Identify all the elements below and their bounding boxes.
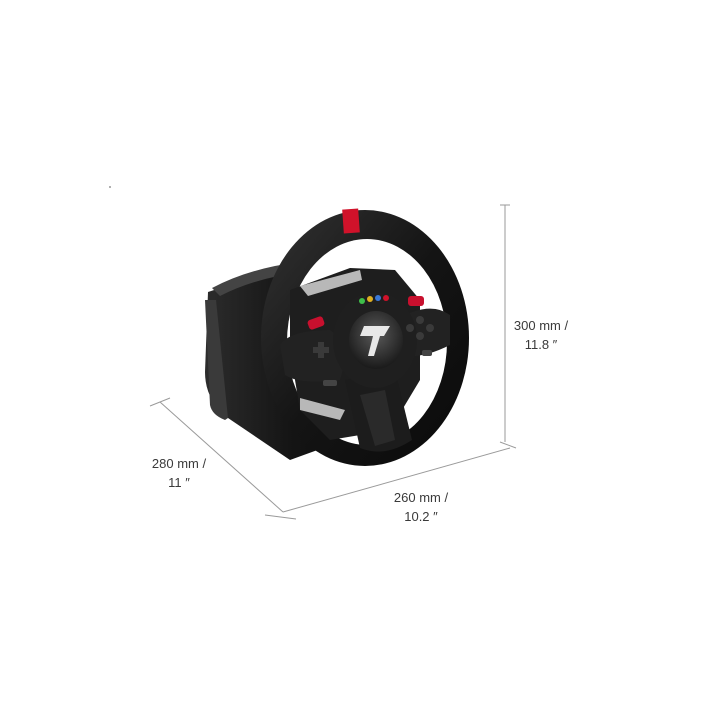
height-metric: 300 mm / (513, 318, 569, 333)
width-imperial: 10.2 ″ (404, 509, 438, 524)
left-red-button-icon (307, 316, 325, 330)
depth-imperial: 11 ″ (168, 475, 190, 490)
height-dimension-label: 300 mm / 11.8 ″ (506, 316, 576, 354)
left-spoke (280, 330, 350, 382)
dpad-icon (313, 342, 329, 358)
brand-logo-icon (360, 326, 390, 356)
dimension-lines (149, 204, 517, 520)
depth-dimension-line (159, 401, 284, 513)
depth-dimension-label: 280 mm / 11 ″ (146, 454, 212, 492)
top-center-marker (342, 208, 360, 234)
right-red-button-icon (408, 296, 424, 306)
width-dimension-label: 260 mm / 10.2 ″ (388, 488, 454, 526)
width-dimension-line (282, 447, 511, 513)
depth-metric: 280 mm / (151, 456, 207, 471)
dot-mark (109, 186, 111, 188)
width-metric: 260 mm / (393, 490, 449, 505)
steering-wheel (261, 208, 469, 466)
face-buttons-icon (406, 316, 434, 340)
height-imperial: 11.8 ″ (524, 337, 558, 352)
